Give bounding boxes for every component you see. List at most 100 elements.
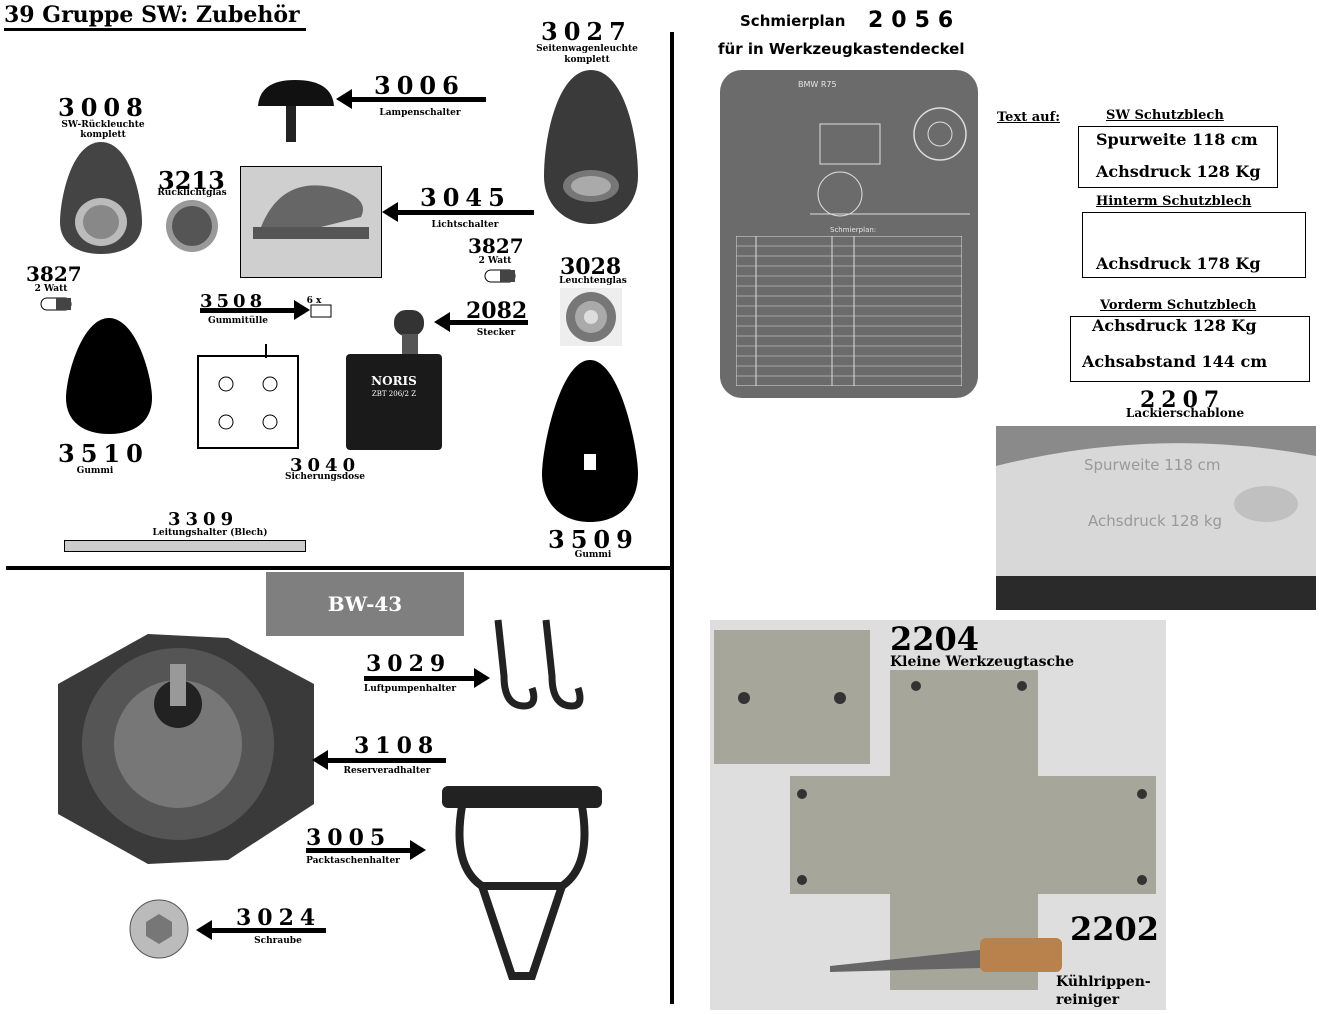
part-label-3024: Schraube (254, 936, 302, 946)
part-label-2082: Stecker (476, 328, 516, 338)
text-auf-label: Text auf: (997, 110, 1061, 125)
part-label-3040: Sicherungsdose (285, 472, 365, 482)
stencil-text-2: Achsdruck 128 kg (1088, 512, 1223, 530)
part-number-3827a: 3827 (26, 262, 82, 286)
part-label-3827a: 2 Watt (34, 284, 68, 294)
stencil-text-1: Spurweite 118 cm (1084, 456, 1221, 474)
rubber-gasket-3510-image (66, 318, 152, 434)
part-number-3309: 3309 (168, 509, 239, 530)
part-label-3045: Lichtschalter (431, 220, 499, 230)
part-number-2082: 2082 (466, 298, 528, 324)
noris-brand: NORIS (371, 374, 417, 388)
page-title: 39 Gruppe SW: Zubehör (4, 2, 306, 31)
part-label-2204: Kleine Werkzeugtasche (890, 654, 1075, 670)
horizontal-divider (6, 566, 670, 570)
part-number-3024: 3024 (236, 905, 322, 931)
fuse-box-diagram (197, 344, 299, 449)
screw-image (129, 899, 189, 959)
part-number-3008: 3008 (58, 93, 149, 122)
bw43-banner: BW-43 (266, 572, 464, 636)
arrow-3508 (200, 300, 310, 320)
arrow-3045 (382, 202, 534, 222)
vorderm-line1: Achsdruck 128 Kg (1092, 316, 1257, 335)
schmierplan-title: Schmierplan (740, 12, 846, 30)
sw-line1: Spurweite 118 cm (1096, 130, 1258, 149)
cable-holder-image (64, 540, 306, 552)
part-label-2202-line1: Kühlrippen- (1056, 974, 1151, 990)
part-label-3827b: 2 Watt (478, 256, 512, 266)
plug-image (394, 310, 424, 354)
part-number-3029: 3029 (366, 651, 452, 677)
noris-model: ZBT 206/2 Z (371, 390, 417, 398)
part-number-3508: 3508 (200, 291, 267, 312)
part-number-3108: 3108 (354, 733, 440, 759)
part-label-3005: Packtaschenhalter (306, 856, 400, 866)
part-number-3509: 3509 (548, 525, 639, 554)
part-label-3028: Leuchtenglas (559, 276, 627, 286)
part-label-3309: Leitungshalter (Blech) (152, 528, 268, 538)
part-number-3040: 3040 (290, 455, 361, 476)
lamp-glass-image (560, 288, 622, 346)
bag-holder-image (442, 786, 602, 980)
part-number-3005: 3005 (306, 825, 392, 851)
lamp-switch-image (258, 80, 334, 142)
part-number-3827b: 3827 (468, 234, 524, 258)
sw-schutzblech-heading: SW Schutzblech (1106, 108, 1224, 123)
bulb-icon-a (40, 297, 72, 311)
part-label-3008-line1: SW-Rückleuchte (61, 120, 145, 130)
hinterm-schutzblech-box (1082, 212, 1306, 278)
stencil-photo: Spurweite 118 cm Achsdruck 128 kg (996, 426, 1316, 610)
part-number-3045: 3045 (420, 183, 511, 212)
arrow-3006 (336, 89, 486, 109)
part-number-2204: 2204 (890, 620, 980, 658)
hinterm-line1: Achsdruck 178 Kg (1096, 254, 1261, 273)
vertical-divider (670, 32, 674, 1004)
light-switch-photo (240, 166, 382, 278)
part-qty-3508: 6 x (306, 296, 322, 306)
schmierplan-number: 2056 (868, 8, 962, 33)
spare-wheel-holder-image (58, 634, 314, 864)
part-number-3510: 3510 (58, 439, 149, 468)
grommet-icon (310, 304, 332, 318)
vorderm-schutzblech-box (1070, 316, 1310, 382)
plate-model: BMW R75 (798, 80, 837, 89)
sw-line2: Achsdruck 128 Kg (1096, 162, 1261, 181)
sw-schutzblech-box (1078, 126, 1278, 188)
part-label-3510: Gummi (76, 466, 114, 476)
lubrication-plate: BMW R75 Schmierplan: (720, 70, 978, 398)
arrow-3005 (306, 840, 426, 860)
pump-holder-image (494, 619, 584, 710)
rear-light-glass-image (166, 200, 218, 252)
arrow-2082 (434, 312, 528, 332)
part-number-3027: 3027 (541, 17, 632, 46)
vorderm-schutzblech-heading: Vorderm Schutzblech (1100, 298, 1257, 313)
part-label-3006: Lampenschalter (379, 108, 461, 118)
part-label-2202-line2: reiniger (1056, 992, 1120, 1008)
part-label-3029: Luftpumpenhalter (363, 684, 457, 694)
arrow-3029 (364, 668, 490, 688)
plate-heading: Schmierplan: (830, 226, 877, 234)
part-number-2202: 2202 (1070, 910, 1160, 948)
hinterm-schutzblech-heading: Hinterm Schutzblech (1096, 194, 1252, 209)
part-label-3108: Reserveradhalter (343, 766, 431, 776)
part-label-2207: Lackierschablone (1125, 406, 1245, 420)
arrow-3024 (196, 920, 326, 940)
vorderm-line2: Achsabstand 144 cm (1082, 352, 1268, 371)
part-label-3509: Gummi (574, 550, 612, 560)
noris-battery: NORIS ZBT 206/2 Z (346, 354, 442, 450)
tool-bag-photo: 2204 Kleine Werkzeugtasche 2202 Kühlripp… (710, 620, 1166, 1010)
part-label-3027-line1: Seitenwagenleuchte (536, 44, 638, 54)
schmierplan-subtitle: für in Werkzeugkastendeckel (718, 40, 965, 58)
bulb-icon-b (484, 269, 516, 283)
part-label-3027-line2: komplett (564, 55, 610, 65)
part-number-3028: 3028 (560, 254, 622, 280)
part-number-2207: 2207 (1140, 387, 1226, 413)
rubber-gasket-3509-image (542, 360, 638, 522)
part-number-3213: 3213 (158, 166, 225, 195)
part-label-3008-line2: komplett (80, 130, 126, 140)
sidecar-lamp-image (544, 70, 638, 224)
part-label-3213: Rücklichtglas (157, 188, 227, 198)
arrow-3108 (312, 750, 446, 770)
part-label-3508: Gummitülle (208, 316, 268, 326)
rear-light-image (60, 142, 142, 254)
